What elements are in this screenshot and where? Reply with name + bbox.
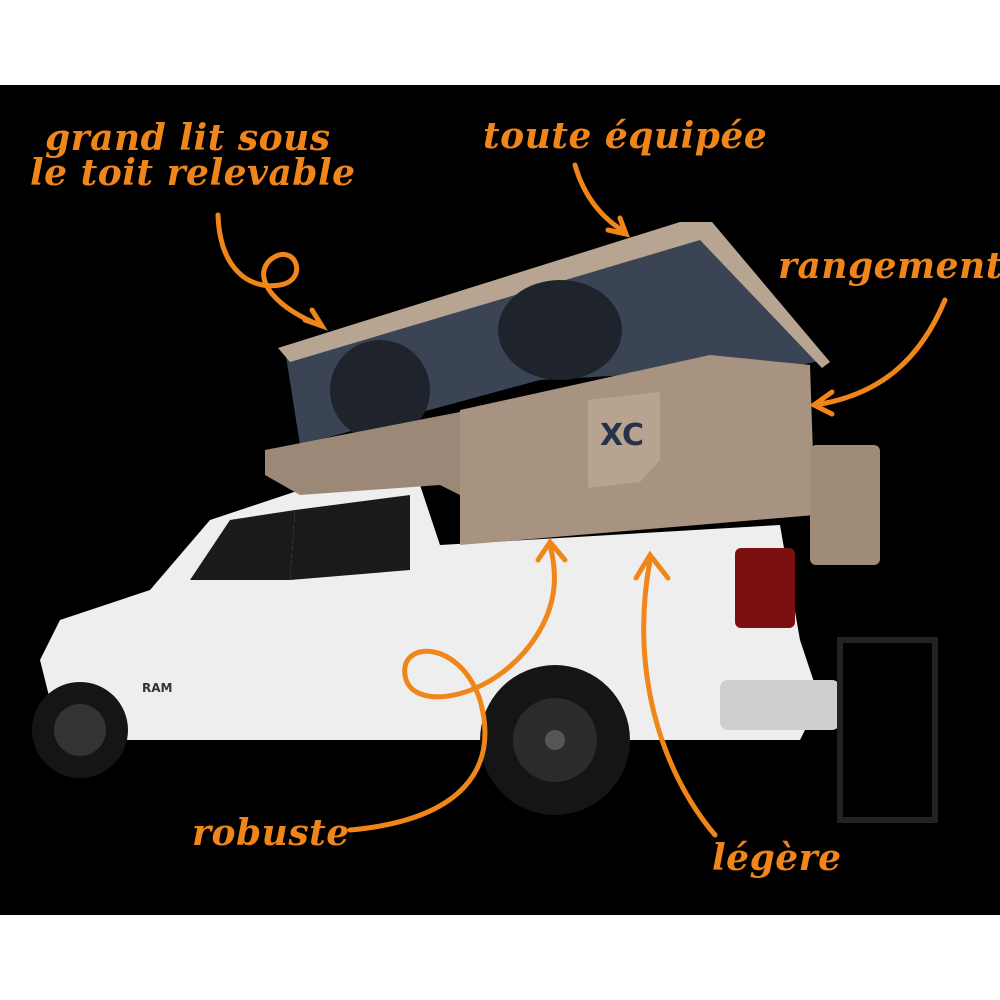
annotation-equipped: toute équipée [483,115,768,157]
logo-plate [588,392,660,488]
camper-logo: XC [600,418,644,453]
annotation-sturdy: robuste [192,812,350,854]
camper-overcab [265,410,470,500]
annotation-light: légère [712,837,842,879]
tent-window [330,340,430,440]
arrow-sturdy [347,542,557,833]
annotation-storage: rangements [778,245,1000,287]
annotation-bed-line2: le toit relevable [30,152,356,194]
arrow-equipped [572,162,628,235]
arrow-light [641,557,718,838]
tent-window [498,280,622,380]
ladder [837,637,938,823]
camper-side-box [810,445,880,565]
bumper [720,680,840,730]
annotation-bed-line1: grand lit sous [45,117,331,159]
tail-light [735,548,795,628]
vehicle-badge: RAM [142,681,172,695]
truck-window [290,495,410,580]
truck-window [190,510,295,580]
arrow-bed [215,212,323,328]
arrow-storage [812,297,948,408]
